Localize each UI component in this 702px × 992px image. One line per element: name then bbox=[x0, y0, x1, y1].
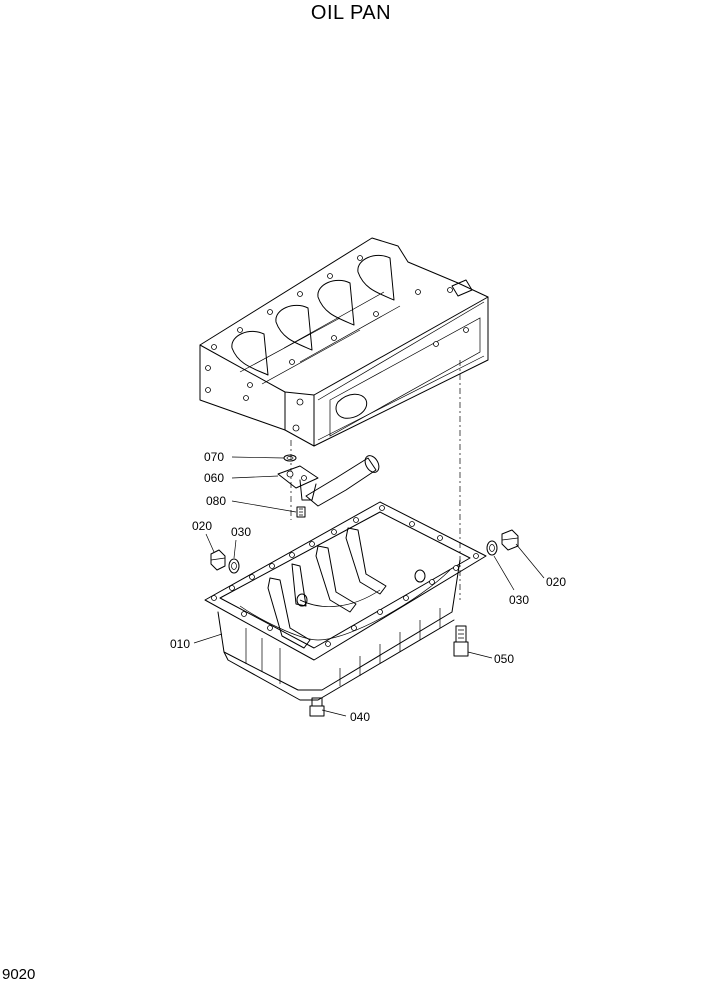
callout-030-left: 030 bbox=[231, 525, 251, 539]
drain-plug-040 bbox=[309, 697, 325, 717]
page-title: OIL PAN bbox=[310, 2, 392, 24]
leader-lines bbox=[193, 456, 545, 717]
oil-strainer-060 bbox=[277, 455, 380, 507]
callout-030-right: 030 bbox=[509, 593, 529, 607]
engine-block bbox=[199, 237, 489, 447]
callout-020-right: 020 bbox=[546, 575, 566, 589]
callout-010: 010 bbox=[170, 637, 190, 651]
callout-040: 040 bbox=[350, 710, 370, 724]
bolt-080 bbox=[296, 506, 306, 518]
plug-020-left bbox=[210, 549, 226, 571]
washer-030-left bbox=[228, 558, 240, 574]
callout-080: 080 bbox=[206, 494, 226, 508]
bolt-050 bbox=[453, 625, 469, 657]
plug-020-right bbox=[501, 529, 519, 551]
callout-060: 060 bbox=[204, 471, 224, 485]
callout-050: 050 bbox=[494, 652, 514, 666]
page-number: 9020 bbox=[2, 966, 36, 983]
callout-020-left: 020 bbox=[192, 519, 212, 533]
callout-070: 070 bbox=[204, 450, 224, 464]
pan-bolt-holes bbox=[211, 505, 479, 647]
oil-pan bbox=[204, 501, 487, 701]
washer-030-right bbox=[486, 540, 498, 556]
block-bolt-holes bbox=[205, 255, 469, 432]
o-ring-070 bbox=[283, 454, 297, 462]
